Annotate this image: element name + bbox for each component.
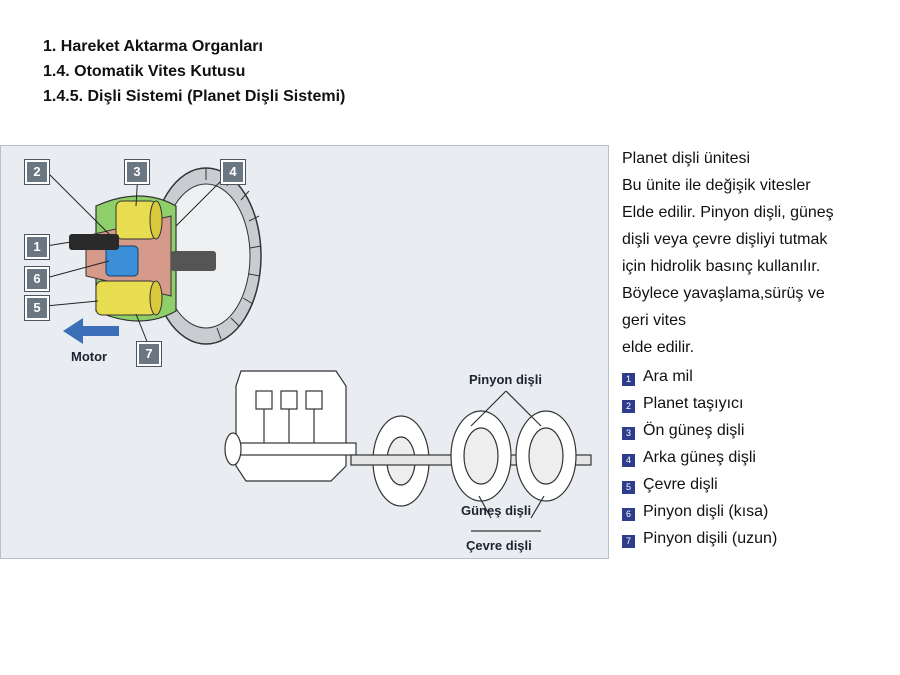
description-line: elde edilir. bbox=[622, 339, 695, 356]
callout-7: 7 bbox=[136, 341, 162, 367]
description-line: geri vites bbox=[622, 312, 687, 329]
legend-label: Ön güneş dişli bbox=[643, 421, 745, 439]
legend-number-badge: 1 bbox=[622, 372, 635, 386]
legend-item: 4 Arka güneş dişli bbox=[622, 444, 892, 471]
legend-item: 5 Çevre dişli bbox=[622, 471, 892, 498]
legend-item: 7 Pinyon dişili (uzun) bbox=[622, 525, 892, 552]
description-line: Bu ünite ile değişik vitesler bbox=[622, 177, 811, 194]
legend-item: 6 Pinyon dişli (kısa) bbox=[622, 498, 892, 525]
cevre-label: Çevre dişli bbox=[466, 538, 532, 553]
pinyon-label: Pinyon dişli bbox=[469, 372, 542, 387]
legend-number-badge: 7 bbox=[622, 534, 635, 548]
legend-number-badge: 6 bbox=[622, 507, 635, 521]
legend-number-badge: 2 bbox=[622, 399, 635, 413]
legend-number-badge: 4 bbox=[622, 453, 635, 467]
legend-label: Arka güneş dişli bbox=[643, 448, 756, 466]
legend-label: Pinyon dişili (uzun) bbox=[643, 529, 778, 547]
motor-label: Motor bbox=[71, 349, 108, 364]
callout-5: 5 bbox=[24, 295, 50, 321]
legend-number-badge: 5 bbox=[622, 480, 635, 494]
heading-level-1: 1. Hareket Aktarma Organları bbox=[43, 38, 263, 55]
description-line: dişli veya çevre dişliyi tutmak bbox=[622, 231, 828, 248]
heading-level-3: 1.4.5. Dişli Sistemi (Planet Dişli Siste… bbox=[43, 88, 346, 105]
legend-item: 1 Ara mil bbox=[622, 363, 892, 390]
callout-1: 1 bbox=[24, 234, 50, 260]
callout-6: 6 bbox=[24, 266, 50, 292]
legend-label: Ara mil bbox=[643, 367, 693, 385]
legend-label: Çevre dişli bbox=[643, 475, 718, 493]
description-line: Elde edilir. Pinyon dişli, güneş bbox=[622, 204, 834, 221]
callout-4: 4 bbox=[220, 159, 246, 185]
slide-headings: 1. Hareket Aktarma Organları 1.4. Otomat… bbox=[43, 34, 345, 109]
description-line: Böylece yavaşlama,sürüş ve bbox=[622, 285, 825, 302]
legend-number-badge: 3 bbox=[622, 426, 635, 440]
planetary-cutaway bbox=[45, 167, 262, 345]
planetary-gear-figure: 2 3 4 1 6 5 7 Motor Pinyon dişli Güneş d… bbox=[0, 145, 609, 559]
legend-item: 3 Ön güneş dişli bbox=[622, 417, 892, 444]
engine-schematic bbox=[224, 370, 592, 532]
gunes-label: Güneş dişli bbox=[461, 503, 532, 518]
callout-3: 3 bbox=[124, 159, 150, 185]
parts-legend: 1 Ara mil 2 Planet taşıyıcı 3 Ön güneş d… bbox=[622, 363, 892, 552]
legend-label: Pinyon dişli (kısa) bbox=[643, 502, 769, 520]
legend-label: Planet taşıyıcı bbox=[643, 394, 744, 412]
callout-2: 2 bbox=[24, 159, 50, 185]
text-panel: Planet dişli ünitesi Bu ünite ile değişi… bbox=[622, 145, 892, 552]
description-line: için hidrolik basınç kullanılır. bbox=[622, 258, 821, 275]
description-line: Planet dişli ünitesi bbox=[622, 150, 751, 167]
gear-illustration bbox=[45, 167, 592, 532]
legend-item: 2 Planet taşıyıcı bbox=[622, 390, 892, 417]
heading-level-2: 1.4. Otomatik Vites Kutusu bbox=[43, 63, 246, 80]
